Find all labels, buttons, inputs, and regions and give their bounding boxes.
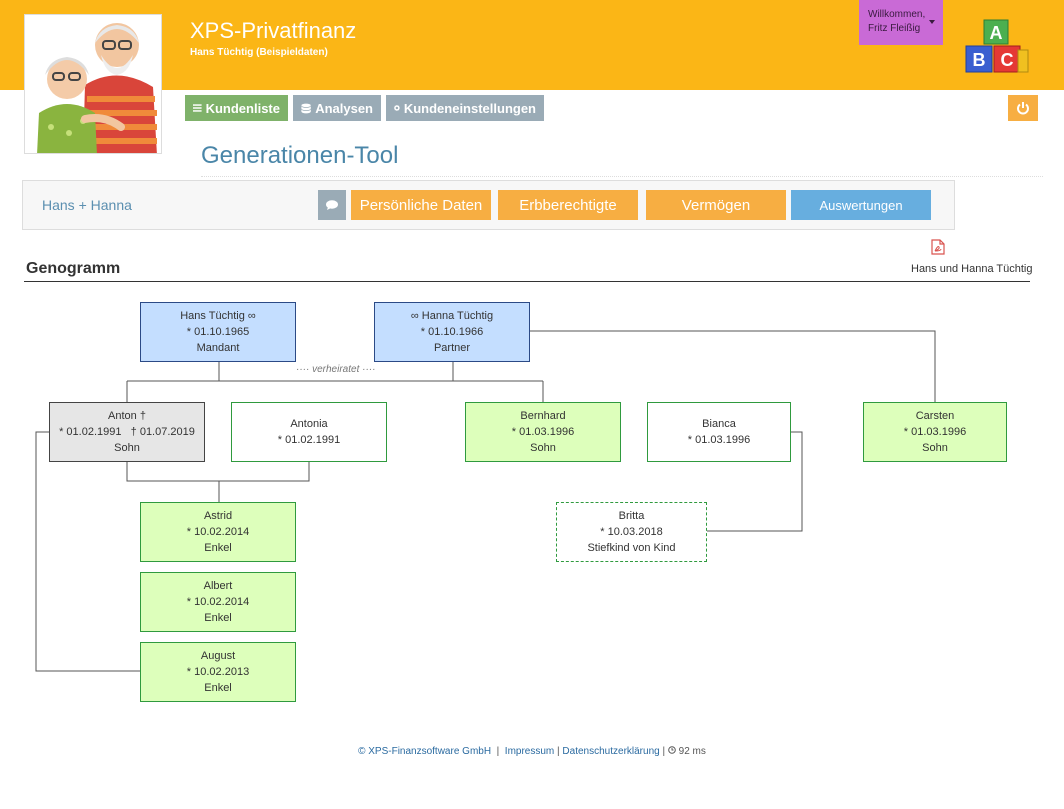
person-hanna[interactable]: ∞ Hanna Tüchtig * 01.10.1966 Partner [374,302,530,362]
person-date: * 01.10.1966 [420,326,484,338]
person-hans[interactable]: Hans Tüchtig ∞ * 01.10.1965 Mandant [140,302,296,362]
app-title: XPS-Privatfinanz [190,18,357,43]
analysen-button[interactable]: Analysen [293,95,381,121]
person-name: Bernhard [520,410,566,422]
person-britta[interactable]: Britta * 10.03.2018 Stiefkind von Kind [556,502,707,562]
person-name: Astrid [203,510,233,522]
client-subtitle: Hans Tüchtig (Beispieldaten) [190,47,328,58]
person-role: Sohn [114,442,140,454]
couple-name: Hans + Hanna [42,197,132,213]
person-name: Bianca [702,418,736,430]
tab-erbberechtigte[interactable]: Erbberechtigte [498,190,638,220]
tab-persoenliche-daten[interactable]: Persönliche Daten [351,190,491,220]
kundeneinstellungen-button[interactable]: Kundeneinstellungen [386,95,544,121]
impressum-link[interactable]: Impressum [504,746,555,757]
person-date: * 10.02.2014 [186,526,250,538]
person-albert[interactable]: Albert * 10.02.2014 Enkel [140,572,296,632]
elderly-couple-illustration [25,15,161,153]
render-timing: 92 ms [678,746,706,757]
genogram-divider [24,281,1030,282]
person-role: Enkel [204,542,232,554]
user-menu-dropdown[interactable]: Willkommen, Fritz Fleißig [859,0,943,45]
person-date: * 01.03.1996 [511,426,575,438]
list-icon [193,104,202,112]
analysen-label: Analysen [315,100,373,116]
person-role: Enkel [204,612,232,624]
person-antonia[interactable]: Antonia * 01.02.1991 [231,402,387,462]
connector-bianca-britta [707,431,803,532]
person-name: Antonia [290,418,328,430]
pdf-icon[interactable] [931,239,945,255]
person-role: Stiefkind von Kind [587,542,676,554]
person-date: * 01.10.1965 [186,326,250,338]
comment-icon [326,200,338,210]
person-astrid[interactable]: Astrid * 10.02.2014 Enkel [140,502,296,562]
client-avatar [24,14,162,154]
database-icon [301,103,311,113]
tab-auswertungen[interactable]: Auswertungen [791,190,931,220]
footer-separator: | [662,746,666,757]
person-bernhard[interactable]: Bernhard * 01.03.1996 Sohn [465,402,621,462]
tab-vermoegen[interactable]: Vermögen [646,190,786,220]
person-name: Albert [203,580,233,592]
person-name: Hans Tüchtig ∞ [180,310,256,322]
person-date: * 01.03.1996 [903,426,967,438]
logout-button[interactable] [1008,95,1038,121]
person-name: Carsten [915,410,955,422]
person-name: August [200,650,236,662]
svg-text:A: A [990,23,1003,43]
footer: © XPS-Finanzsoftware GmbH | Impressum | … [0,746,1064,757]
connector-anton-antonia [126,462,310,482]
kundenliste-button[interactable]: Kundenliste [185,95,288,121]
person-role: Mandant [196,342,240,354]
person-august[interactable]: August * 10.02.2013 Enkel [140,642,296,702]
clock-icon [668,746,676,754]
person-role: Partner [433,342,471,354]
genogram-title: Genogramm [26,260,121,277]
person-date: * 01.02.1991 [277,434,341,446]
person-date: * 01.03.1996 [687,434,751,446]
svg-text:B: B [973,50,986,70]
kundenliste-label: Kundenliste [205,100,280,116]
user-name: Fritz Fleißig [868,23,921,34]
person-date: * 10.03.2018 [600,526,663,538]
person-name: Britta [618,510,645,522]
welcome-label: Willkommen, [868,9,926,20]
person-bianca[interactable]: Bianca * 01.03.1996 [647,402,791,462]
page-title: Generationen-Tool [201,142,399,169]
person-anton[interactable]: Anton † * 01.02.1991 † 01.07.2019 Sohn [49,402,205,462]
svg-text:C: C [1001,50,1014,70]
person-role: Sohn [530,442,556,454]
caret-down-icon [929,20,935,24]
pdf-export-label[interactable]: Hans und Hanna Tüchtig [911,263,1033,275]
person-name: ∞ Hanna Tüchtig [410,310,494,322]
kundeneinstellungen-label: Kundeneinstellungen [403,100,536,116]
copyright-link[interactable]: © XPS-Finanzsoftware GmbH [358,746,492,757]
datenschutz-link[interactable]: Datenschutzerklärung [562,746,660,757]
connector-anton-august [35,431,140,672]
person-date: * 10.02.2014 [186,596,250,608]
title-divider [201,176,1043,177]
footer-separator: | [496,746,500,757]
connector-hanna-carsten [530,330,936,402]
comment-button[interactable] [318,190,346,220]
person-carsten[interactable]: Carsten * 01.03.1996 Sohn [863,402,1007,462]
married-label: ···· verheiratet ···· [296,364,376,375]
power-icon [1017,102,1029,115]
person-name: Anton † [108,410,146,422]
gear-icon [394,105,400,111]
person-role: Sohn [922,442,948,454]
person-date: * 10.02.2013 [186,666,250,678]
person-date: * 01.02.1991 † 01.07.2019 [59,426,195,438]
person-role: Enkel [204,682,232,694]
abc-blocks-logo: A B C [965,19,1029,73]
footer-separator: | [557,746,560,757]
